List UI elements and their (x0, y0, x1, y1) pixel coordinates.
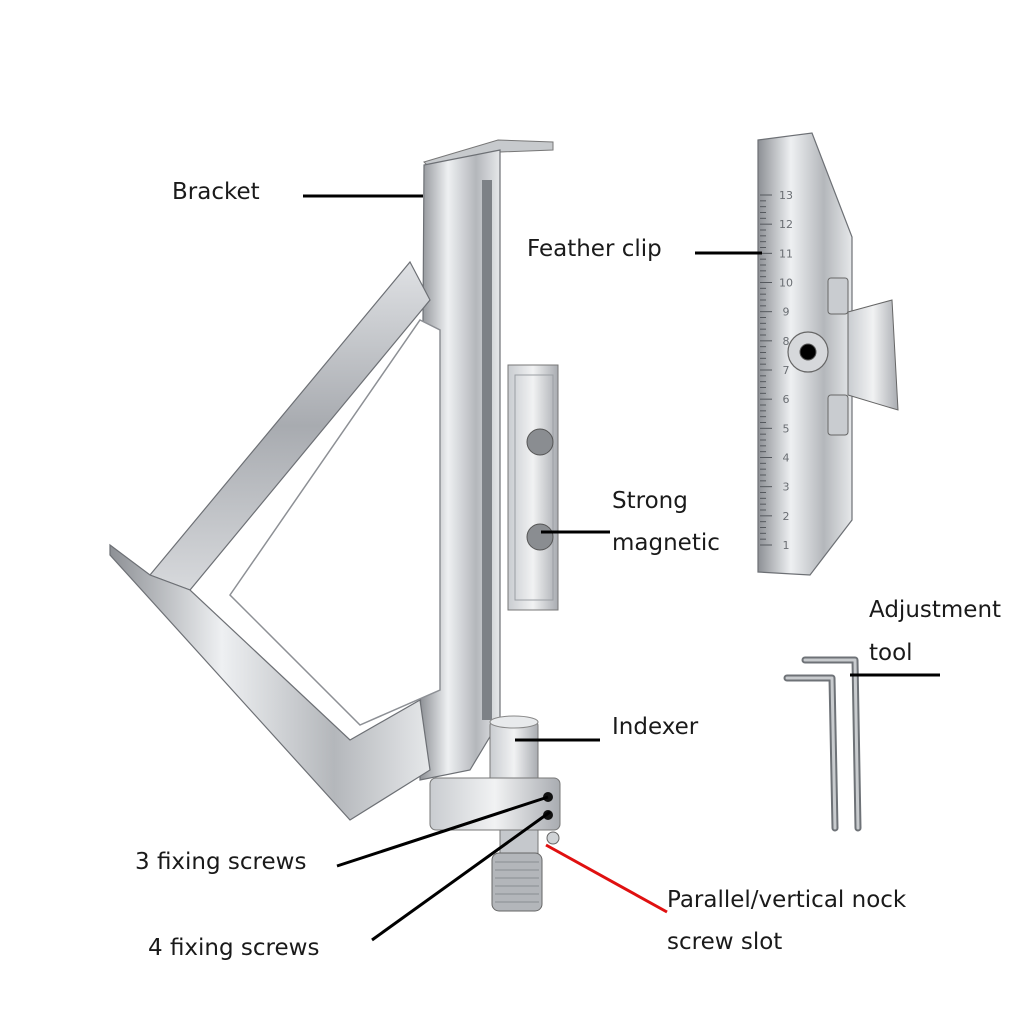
ruler-numbers: 13 12 11 10 9 8 7 6 5 4 3 2 1 (779, 189, 793, 552)
magnet-lower (526, 523, 554, 551)
ruler-number: 3 (783, 481, 790, 494)
ruler-number: 12 (779, 218, 793, 231)
leader-lines (303, 194, 940, 942)
ruler-number: 5 (783, 422, 790, 435)
ruler-number: 13 (779, 189, 793, 202)
label-indexer: Indexer (612, 714, 699, 740)
label-nock-slot-line2: screw slot (667, 929, 783, 955)
ruler-number: 8 (783, 335, 790, 348)
clip-jaw (847, 299, 899, 411)
ruler-number: 9 (783, 306, 790, 319)
feather-clip-plate: 13 12 11 10 9 8 7 6 5 4 3 2 1 (757, 132, 899, 576)
rail-groove (482, 180, 492, 720)
allen-key-short (783, 674, 839, 832)
bracket-lower-plate (109, 543, 431, 821)
leader-4-fixing-screws (371, 810, 551, 942)
label-strong-magnetic-line1: Strong (612, 488, 688, 514)
indexer-assembly (429, 715, 561, 912)
leader-nock-slot (545, 843, 668, 914)
clip-hinge-upper (827, 277, 849, 315)
indexer-collar (429, 777, 561, 831)
label-adjustment-tool-line2: tool (869, 640, 913, 666)
adjustment-tool-keys (783, 656, 862, 832)
ruler-number: 1 (783, 539, 790, 552)
ruler-ticks (760, 194, 772, 546)
label-adjustment-tool-line1: Adjustment (869, 597, 1002, 623)
ruler-number: 11 (779, 247, 793, 260)
knurled-knob (491, 852, 543, 912)
ruler-number: 4 (783, 452, 790, 465)
label-nock-slot-line1: Parallel/vertical nock (667, 887, 907, 913)
label-feather-clip: Feather clip (527, 236, 662, 262)
magnet-upper (526, 428, 554, 456)
label-4-fixing-screws: 4 fixing screws (148, 935, 320, 961)
ruler-number: 7 (783, 364, 790, 377)
clip-hinge-lower (827, 394, 849, 436)
bracket-body (109, 139, 554, 821)
label-strong-magnetic-line2: magnetic (612, 530, 720, 556)
leader-3-fixing-screws (336, 795, 549, 868)
magnetic-block (507, 364, 559, 611)
ruler-number: 2 (783, 510, 790, 523)
label-bracket: Bracket (172, 179, 260, 205)
bracket-window (229, 319, 441, 726)
ruler-number: 10 (779, 277, 793, 290)
ruler-number: 6 (783, 393, 790, 406)
label-3-fixing-screws: 3 fixing screws (135, 849, 307, 875)
